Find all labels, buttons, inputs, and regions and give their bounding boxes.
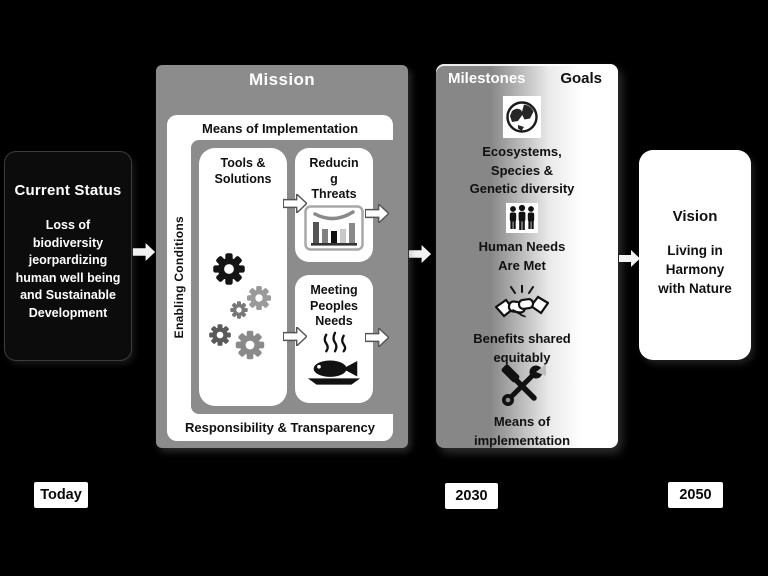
tools-solutions-box: Tools & Solutions bbox=[199, 148, 287, 406]
declining-bar-chart-icon bbox=[295, 204, 373, 251]
timeline-label-2050: 2050 bbox=[668, 482, 723, 508]
reducing-threats-label: Reducin g Threats bbox=[309, 156, 359, 201]
gears-icon bbox=[199, 243, 287, 400]
cooked-fish-icon bbox=[295, 331, 373, 387]
right-arrow-icon bbox=[408, 245, 432, 263]
responsibility-transparency-bar: Responsibility & Transparency bbox=[184, 420, 375, 435]
goal-item-means: Means of implementation bbox=[436, 364, 608, 450]
vision-body: Living in Harmony with Nature bbox=[658, 243, 732, 296]
means-of-implementation-bar: Means of Implementation bbox=[201, 120, 359, 136]
milestones-goals-header: Milestones Goals bbox=[436, 70, 618, 87]
vision-box: Vision Living in Harmony with Nature bbox=[639, 150, 751, 360]
goal-benefits-label: Benefits shared equitably bbox=[473, 331, 571, 365]
right-arrow-icon bbox=[283, 194, 307, 213]
reducing-threats-box: Reducin g Threats bbox=[295, 148, 373, 262]
timeline-label-today: Today bbox=[34, 482, 88, 508]
right-arrow-icon bbox=[618, 250, 641, 267]
goal-item-human-needs: Human Needs Are Met bbox=[436, 203, 608, 275]
goal-item-ecosystems: Ecosystems, Species & Genetic diversity bbox=[436, 96, 608, 199]
milestones-header: Milestones bbox=[448, 70, 526, 87]
goal-human-needs-label: Human Needs Are Met bbox=[478, 239, 566, 273]
milestones-goals-box: Milestones Goals Ecosystems, Species & G… bbox=[436, 64, 618, 448]
right-arrow-icon bbox=[365, 204, 389, 223]
current-status-box: Current Status Loss of biodiversity jeor… bbox=[4, 151, 132, 361]
people-icon bbox=[506, 203, 538, 233]
goals-header: Goals bbox=[560, 70, 602, 87]
hammer-wrench-icon bbox=[498, 364, 546, 408]
mission-title: Mission bbox=[248, 70, 316, 89]
timeline-label-2030: 2030 bbox=[445, 483, 498, 509]
handshake-icon bbox=[494, 284, 550, 325]
goal-ecosystems-label: Ecosystems, Species & Genetic diversity bbox=[469, 144, 575, 196]
vision-title: Vision bbox=[672, 208, 718, 225]
mission-box: Mission Means of Implementation Enabling… bbox=[156, 65, 408, 448]
goal-means-label: Means of implementation bbox=[473, 414, 571, 448]
right-arrow-icon bbox=[365, 328, 389, 347]
meeting-peoples-needs-label: Meeting Peoples Needs bbox=[310, 283, 358, 328]
goal-item-benefits: Benefits shared equitably bbox=[436, 284, 608, 367]
tools-solutions-label: Tools & Solutions bbox=[214, 156, 272, 186]
right-arrow-icon bbox=[132, 243, 156, 261]
right-arrow-icon bbox=[283, 327, 307, 346]
current-status-body: Loss of biodiversity jeorpardizing human… bbox=[15, 218, 121, 320]
meeting-peoples-needs-box: Meeting Peoples Needs bbox=[295, 275, 373, 403]
globe-icon bbox=[503, 96, 541, 138]
enabling-conditions-bar: Enabling Conditions bbox=[172, 215, 186, 339]
current-status-title: Current Status bbox=[14, 182, 122, 199]
